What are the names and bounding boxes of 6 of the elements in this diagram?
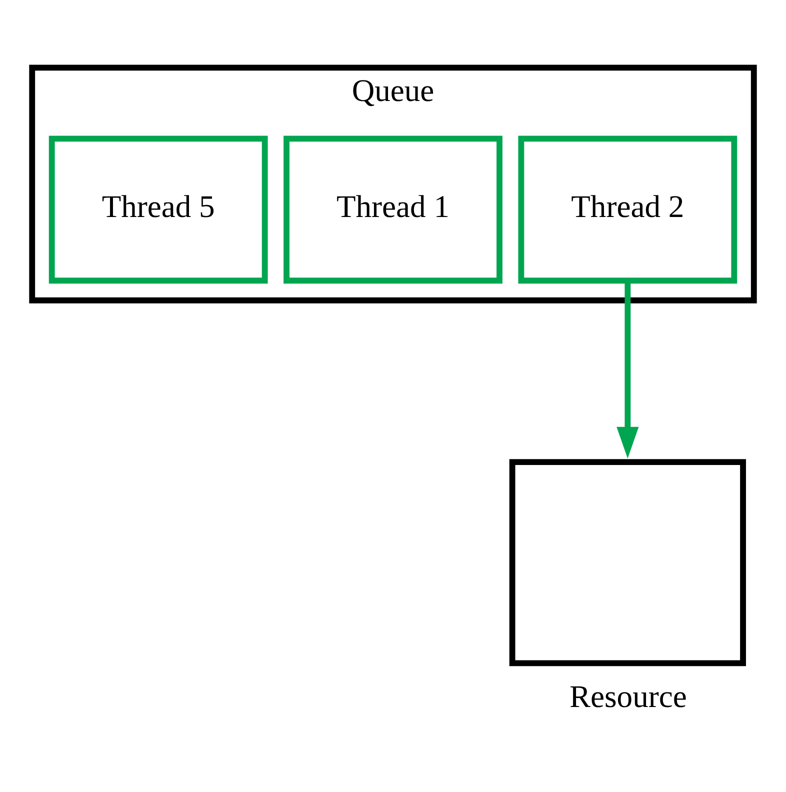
node-box: Thread 5 (48, 136, 268, 284)
node-box (509, 459, 746, 666)
node-box: Thread 2 (518, 136, 738, 284)
node-label: Resource (569, 679, 687, 714)
node-box: Thread 1 (284, 136, 502, 284)
arrow (616, 280, 639, 458)
